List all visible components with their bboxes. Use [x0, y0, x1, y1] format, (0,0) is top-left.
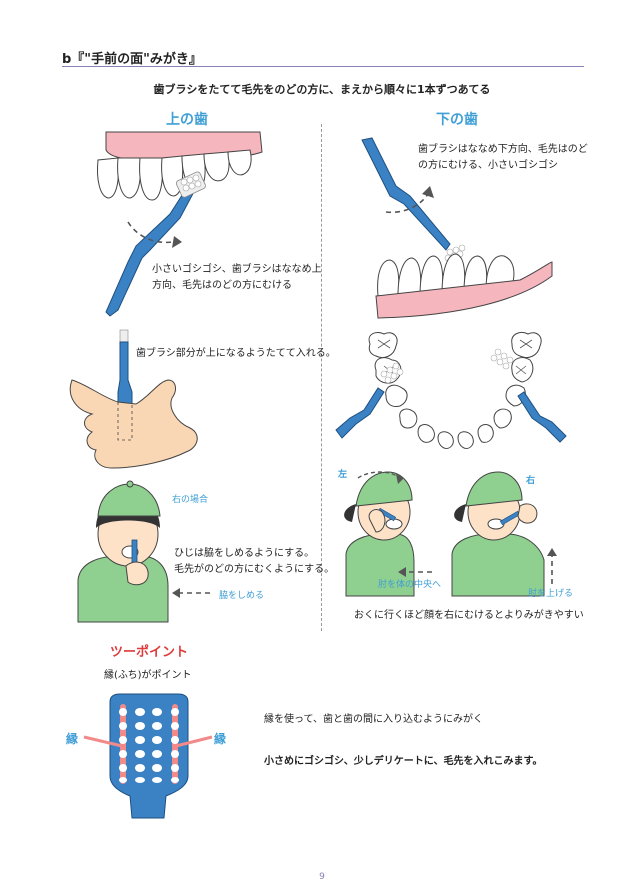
two-point-desc-2: 小さめにゴシゴシ、少しデリケートに、毛先を入れこみます。	[264, 756, 543, 767]
edge-label-left: 縁	[66, 732, 79, 746]
upper-caption-line1: 小さいゴシゴシ、歯ブラシはななめ上	[152, 264, 322, 275]
section-title: b『"手前の面"みがき』	[62, 52, 202, 67]
two-point-subheading: 縁(ふち)がポイント	[104, 670, 192, 681]
column-divider	[321, 124, 322, 631]
elbow-caption-line2: 毛先がのどの方にむくようにする。	[174, 564, 335, 575]
right-case-label: 右の場合	[172, 495, 209, 505]
title-underline	[62, 66, 584, 67]
back-teeth-caption: おくに行くほど顔を右にむけるとよりみがきやすい	[354, 610, 584, 621]
two-point-desc-1: 縁を使って、歯と歯の間に入り込むようにみがく	[264, 714, 483, 725]
grip-caption: 歯ブラシ部分が上になるようたてて入れる。	[136, 348, 336, 359]
elbow-center-label: 肘を体の中央へ	[378, 580, 442, 590]
upper-teeth-heading: 上の歯	[166, 112, 208, 128]
lower-teeth-heading: 下の歯	[436, 112, 478, 128]
lower-caption-line2: の方にむける、小さいゴシゴシ	[418, 160, 558, 171]
lower-caption-line1: 歯ブラシはななめ下方向、毛先はのど	[418, 144, 588, 155]
upper-caption-line2: 方向、毛先はのどの方にむける	[152, 280, 292, 291]
elbow-up-label: 肘を上げる	[528, 589, 574, 599]
right-side-label: 右	[526, 476, 536, 486]
instruction-text: 歯ブラシをたてて毛先をのどの方に、まえから順々に1本ずつあてる	[153, 83, 491, 96]
page-number: 9	[319, 872, 325, 882]
two-point-heading: ツーポイント	[110, 645, 189, 660]
edge-label-right: 縁	[214, 732, 227, 746]
left-side-label: 左	[338, 470, 348, 480]
elbow-caption-line1: ひじは脇をしめるようにする。	[174, 548, 315, 559]
arm-label: 脇をしめる	[219, 591, 265, 601]
